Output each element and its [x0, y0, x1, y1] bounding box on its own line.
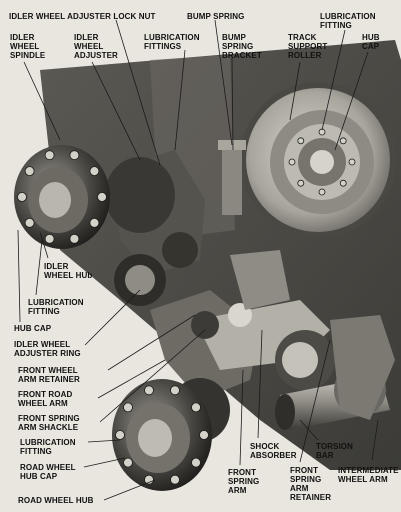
label-lubrication-fittings: LUBRICATION FITTINGS [144, 33, 200, 51]
label-track-support-roller: TRACK SUPPORT ROLLER [288, 33, 328, 60]
label-torsion-bar: TORSION BAR [316, 442, 354, 460]
bolt-head [288, 158, 296, 166]
label-lubrication-fitting-left: LUBRICATION FITTING [28, 298, 84, 316]
bolt-head [89, 166, 100, 177]
label-hub-cap-top: HUB CAP [362, 33, 380, 51]
bolt-head [24, 217, 35, 228]
idler-wheel-hub [14, 145, 175, 249]
bolt-head [348, 158, 356, 166]
bolt-head [44, 233, 55, 244]
label-road-wheel-hub-cap: ROAD WHEEL HUB CAP [20, 463, 76, 481]
label-shock-absorber: SHOCK ABSORBER [250, 442, 297, 460]
road-wheel-arms [150, 250, 330, 400]
bolt-head [123, 457, 133, 468]
bolt-head [115, 430, 125, 440]
bolt-head [191, 402, 201, 413]
bolt-head [170, 385, 180, 396]
bolt-head [144, 385, 154, 396]
bolt-head [97, 192, 107, 202]
label-idler-wheel-hub: IDLER WHEEL HUb [44, 262, 93, 280]
label-front-spring-arm: FRONT SPRING ARM [228, 468, 260, 495]
bolt-head [69, 233, 80, 244]
label-lubrication-fitting-top: LUBRICATION FITTING [320, 12, 376, 30]
bolt-head [69, 150, 80, 161]
intermediate-wheel-arm [330, 315, 395, 420]
bolt-head [170, 474, 180, 485]
bolt-head [297, 137, 305, 145]
label-front-wheel-arm-retainer: FRONT WHEEL ARM RETAINER [18, 366, 80, 384]
bolt-head [339, 179, 347, 187]
bolt-head [191, 457, 201, 468]
label-front-spring-arm-shackle: FRONT SPRING ARM SHACKLE [18, 414, 80, 432]
label-front-road-wheel-arm: FRONT ROAD WHEEL ARM [18, 390, 73, 408]
label-front-spring-arm-retainer: FRONT SPRING ARM RETAINER [290, 466, 332, 502]
bolt-head [44, 150, 55, 161]
bolt-head [297, 179, 305, 187]
shock-absorber [275, 330, 335, 390]
track-support-roller [240, 82, 396, 238]
label-idler-wheel-adjuster-lock-nut: IDLER WHEEL ADJUSTER LOCK NUT [9, 12, 156, 21]
bolt-head [318, 188, 326, 196]
label-idler-wheel-spindle: IDLER WHEEL SPINDLE [10, 33, 46, 60]
bolt-head [199, 430, 209, 440]
label-idler-wheel-adjuster: IDLER WHEEL ADJUSTER [74, 33, 118, 60]
label-road-wheel-hub: ROAD WHEEL HUB [18, 496, 94, 505]
leader-lines [17, 19, 379, 501]
label-lubrication-fitting-bottom: LUBRICATION FITTING [20, 438, 76, 456]
road-wheel-hub [112, 378, 230, 491]
bolt-head [339, 137, 347, 145]
label-hub-cap-left: HUB CAP [14, 324, 52, 333]
bolt-head [89, 217, 100, 228]
bolt-head [144, 474, 154, 485]
bump-spring-bracket [218, 140, 246, 215]
bolt-head [24, 166, 35, 177]
label-intermediate-wheel-arm: INTERMEDIATE WHEEL ARM [338, 466, 399, 484]
bolt-head [17, 192, 27, 202]
bolt-head [123, 402, 133, 413]
wheel-bolts [17, 128, 356, 485]
label-idler-wheel-adjuster-ring: IDLER WHEEL ADJUSTER RING [14, 340, 81, 358]
label-bump-spring: BUMP SPRING [187, 12, 245, 21]
label-bump-spring-bracket: BUMP SPRING BRACKET [222, 33, 262, 60]
